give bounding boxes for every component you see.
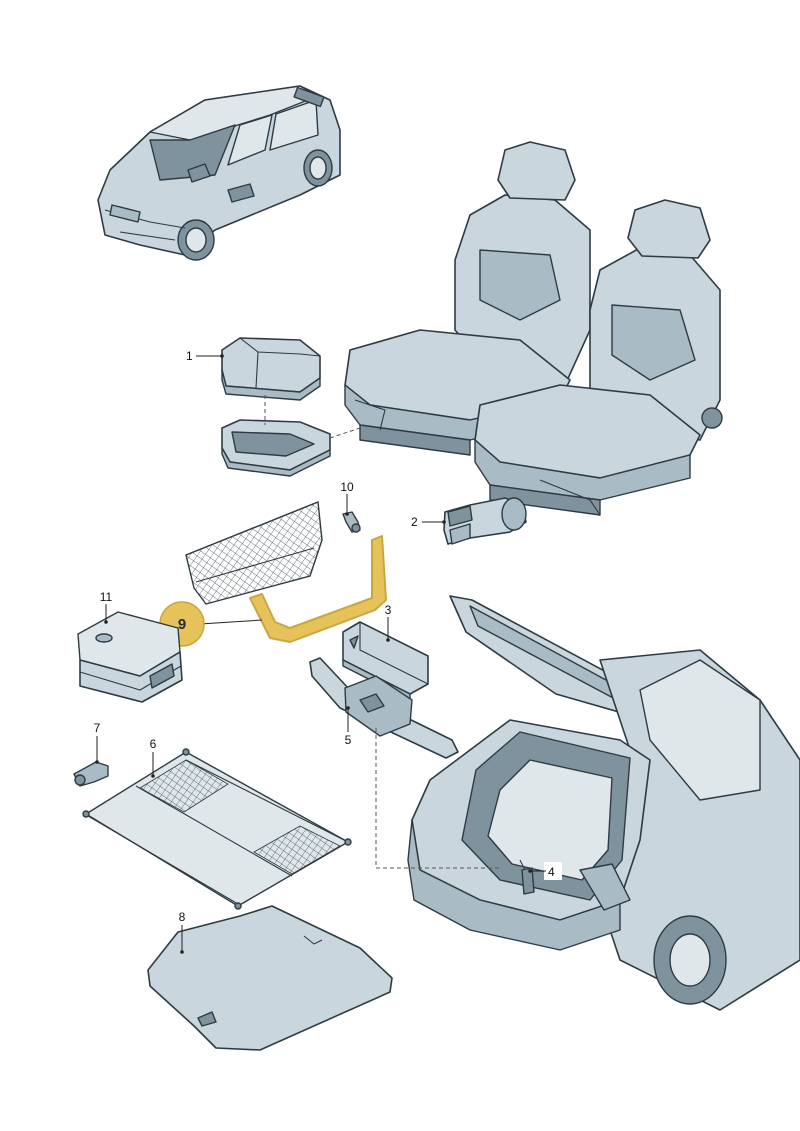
svg-text:4: 4	[548, 865, 555, 879]
callout-2: 2	[411, 515, 446, 529]
svg-text:7: 7	[94, 721, 101, 735]
svg-text:2: 2	[411, 515, 418, 529]
part-9-trim-strip	[249, 535, 387, 643]
callout-7: 7	[94, 721, 101, 764]
svg-text:11: 11	[100, 590, 113, 604]
luggage-net	[185, 501, 323, 605]
svg-text:5: 5	[345, 733, 352, 747]
callout-10: 10	[340, 480, 354, 516]
callout-4: 4	[528, 862, 562, 880]
part-1-storage-tray	[221, 419, 331, 477]
front-seats	[344, 141, 723, 516]
leader-9	[199, 619, 263, 625]
svg-text:3: 3	[385, 603, 392, 617]
part-1-storage-box	[221, 337, 321, 401]
assembly-line-1b	[329, 427, 361, 439]
part-2-socket	[443, 497, 527, 545]
callout-11: 11	[100, 590, 113, 624]
svg-text:1: 1	[186, 349, 193, 363]
part-10-clip	[342, 511, 361, 533]
svg-text:8: 8	[179, 910, 186, 924]
part-5-strap	[309, 657, 459, 759]
part-6-cargo-net	[82, 748, 352, 910]
callout-8: 8	[179, 910, 186, 954]
svg-text:6: 6	[150, 737, 157, 751]
rear-car-open-hatch	[407, 595, 800, 1011]
callout-6: 6	[150, 737, 157, 778]
callout-5: 5	[345, 706, 352, 747]
part-7-hook	[73, 761, 109, 787]
svg-text:10: 10	[340, 480, 354, 494]
callout-1: 1	[186, 349, 224, 363]
callout-3: 3	[385, 603, 392, 642]
part-8-floor-mat	[147, 905, 393, 1051]
part-11-first-aid-box	[77, 611, 183, 703]
highlight-label: 9	[178, 616, 186, 633]
overview-car	[97, 85, 341, 261]
